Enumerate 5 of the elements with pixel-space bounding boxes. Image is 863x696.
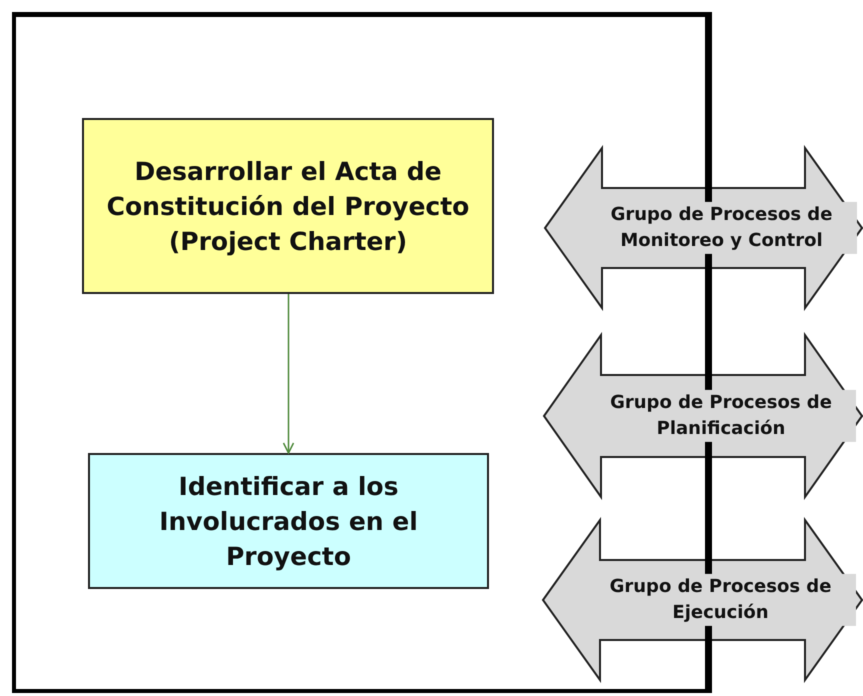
process-box bbox=[82, 118, 494, 294]
process-box bbox=[88, 453, 489, 589]
arrow bbox=[282, 294, 294, 454]
box-label: Desarrollar el Acta de Constitución del Proyecto (Project Charter) bbox=[106, 156, 470, 258]
box-label: Identificar a los Involucrados en el Proyecto bbox=[158, 470, 419, 572]
